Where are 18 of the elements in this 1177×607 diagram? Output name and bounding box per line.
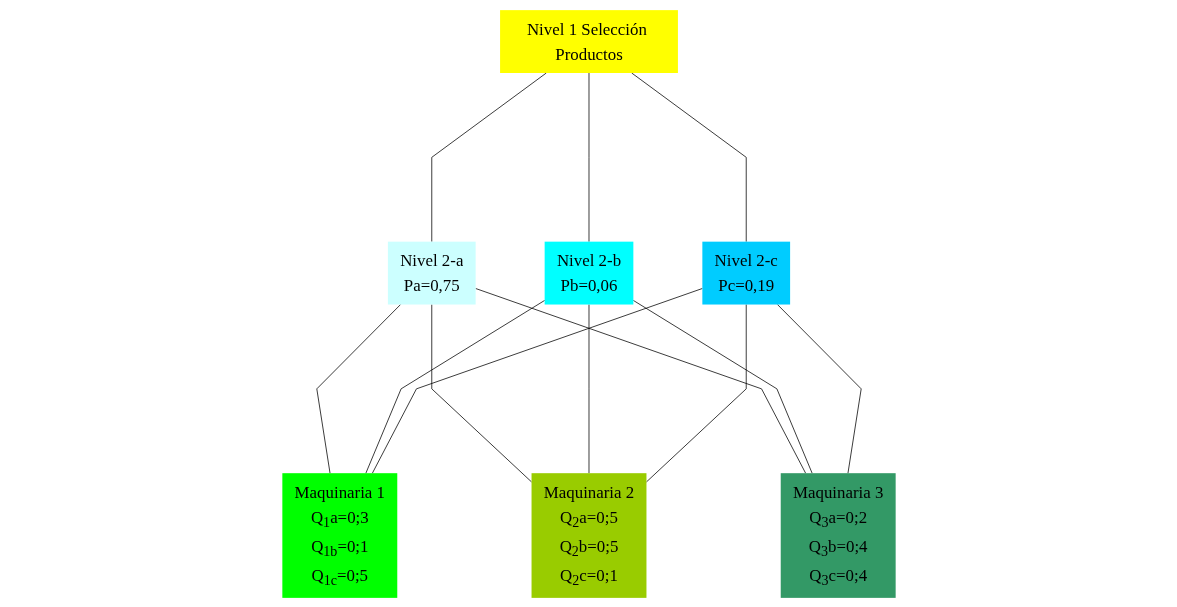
connector — [588, 303, 589, 474]
node-box: Nivel 1 Selección Productos — [499, 9, 678, 73]
connector — [430, 72, 547, 242]
node-box: Maquinaria 3 Q$_{3}$a=0;2 Q$_{3}$b=0;4 Q$_{3}$c=0;4 — [780, 472, 896, 598]
node-box: Maquinaria 1 Q$_{1}$a=0;3 Q$_{1b}$=0;1 Q$_{1c}$=0;5 — [281, 472, 397, 598]
connector — [474, 287, 806, 474]
connector — [776, 303, 862, 474]
connector — [430, 303, 532, 482]
connector — [632, 299, 813, 474]
node-box: Nivel 2-c Pc=0,19 — [701, 241, 790, 305]
connector — [371, 287, 703, 474]
connector — [645, 303, 747, 482]
node-box: Nivel 2-a Pa=0,75 — [387, 241, 476, 305]
connector — [364, 299, 545, 474]
connector — [630, 72, 747, 242]
node-box: Nivel 2-b Pb=0,06 — [544, 241, 633, 305]
node-box: Maquinaria 2 Q$_{2}$a=0;5 Q$_{2}$b=0;5 Q$_{2}$c=0;1 — [531, 472, 646, 598]
connector — [315, 303, 401, 474]
